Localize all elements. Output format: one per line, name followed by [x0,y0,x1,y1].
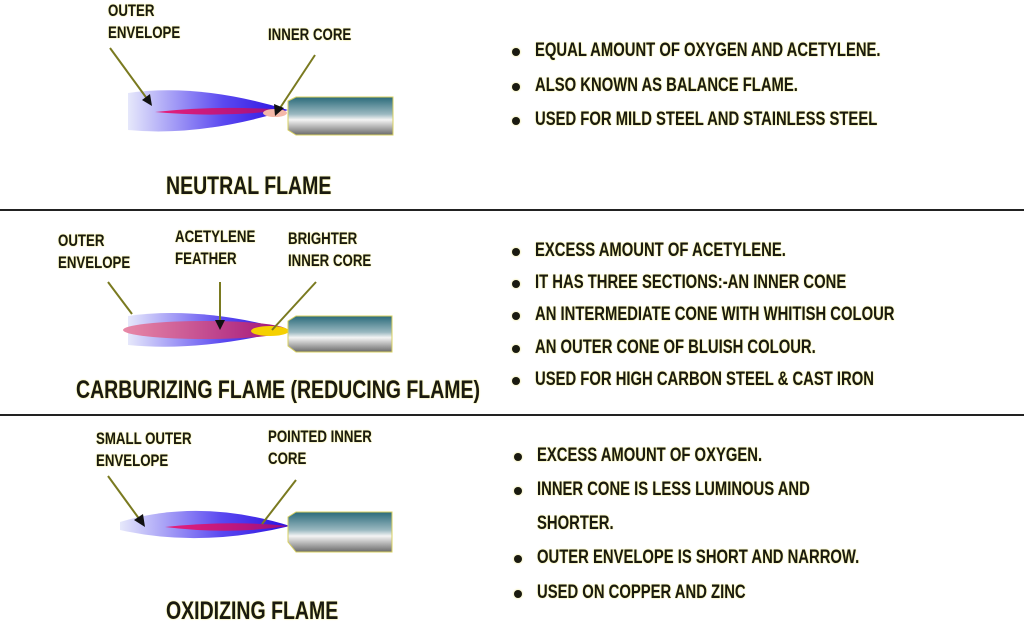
bullet-dot-icon [512,48,520,56]
neutral-flame-title: Neutral Flame [166,172,332,200]
arrowhead-icon [215,320,225,330]
label-pointed-inner-core: Pointed inner core [268,427,372,468]
label-outer-envelope: Outer Envelope [108,1,181,42]
bullet-dot-icon [512,312,520,320]
bullet: Excess amount of acetylene. [535,240,786,261]
bullet: An outer cone of bluish colour. [535,337,816,358]
pointer-arrow [107,475,141,521]
oxidizing-flame-title: Oxidizing Flame [166,597,339,622]
inner-cone [165,523,288,531]
bullet: Used on copper and zinc [537,582,746,603]
bullet-dot-icon [512,248,520,256]
inner-cone [155,107,285,115]
label-acetylene-feather: Acetylene Feather [175,227,256,268]
acetylene-feather [123,321,287,339]
bullet-dot-icon [512,345,520,353]
pointer-arrow [279,54,316,109]
torch-tip [287,96,394,136]
pointer-arrow [261,479,297,525]
section-divider [0,209,1024,211]
bullet: Used for high carbon steel & cast iron [535,369,874,390]
arrowhead-icon [134,514,145,527]
bullet: Outer envelope is short and narrow. [537,547,860,568]
label-brighter-inner-core: Brighter Inner Core [288,229,372,270]
bullet-dot-icon [512,280,520,288]
bullet: Excess amount of oxygen. [537,445,763,466]
label-inner-core: Inner Core [268,25,352,44]
bullet-continuation: shorter. [537,513,614,534]
torch-tip [287,511,393,553]
bullet-dot-icon [514,590,522,598]
bullet-dot-icon [514,487,522,495]
arrowhead-icon [274,104,284,116]
bullet: It has three sections:-an inner cone [535,272,847,293]
oxidizing-flame-graphic [107,475,393,553]
bullet-dot-icon [512,83,520,91]
pointer-arrow [107,281,133,315]
carburizing-flame-title: Carburizing Flame (Reducing Flame) [76,376,481,404]
bullet: An intermediate cone with whitish colour [535,304,895,325]
arrowhead-icon [142,94,152,106]
bullet-dot-icon [512,377,520,385]
bullet-dot-icon [514,555,522,563]
bullet: Equal amount of oxygen and acetylene. [535,40,881,61]
bullet-dot-icon [512,117,520,125]
bullet-dot-icon [514,453,522,461]
pointer-arrow [109,47,149,101]
label-outer-envelope: Outer Envelope [58,231,131,272]
bullet: Also known as balance flame. [535,75,798,96]
torch-tip [287,315,393,353]
bright-inner-core [251,326,289,336]
label-small-outer-envelope: Small outer envelope [96,429,192,470]
carburizing-flame-graphic [107,281,393,353]
bullet: Used for mild steel and stainless steel [535,109,878,130]
pointer-arrow [271,281,317,331]
section-divider [0,414,1024,416]
bullet: Inner cone is less luminous and [537,479,810,500]
neutral-flame-graphic [109,47,394,136]
